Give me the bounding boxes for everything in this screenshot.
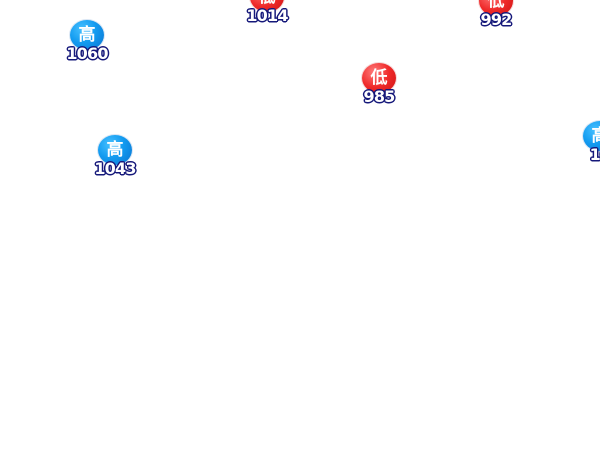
low-pressure-marker[interactable]: 低 1014 <box>232 0 302 26</box>
pressure-value-label: 10 <box>589 145 600 164</box>
high-pressure-marker[interactable]: 高 1043 <box>80 135 150 179</box>
high-pressure-marker[interactable]: 高 1060 <box>52 20 122 64</box>
high-pressure-icon: 高 <box>98 135 132 165</box>
pressure-value-label: 985 <box>363 87 396 106</box>
low-pressure-icon: 低 <box>250 0 284 12</box>
pressure-value-label: 992 <box>480 10 513 29</box>
low-pressure-marker[interactable]: 低 985 <box>344 63 414 107</box>
pressure-value-label: 1043 <box>94 159 136 178</box>
low-pressure-icon: 低 <box>362 63 396 93</box>
high-pressure-icon: 高 <box>70 20 104 50</box>
low-pressure-icon: 低 <box>479 0 513 16</box>
high-pressure-icon: 高 <box>583 121 600 151</box>
high-pressure-marker[interactable]: 高 10 <box>565 121 600 165</box>
pressure-value-label: 1014 <box>246 6 288 25</box>
low-pressure-marker[interactable]: 低 992 <box>461 0 531 30</box>
pressure-value-label: 1060 <box>66 44 108 63</box>
